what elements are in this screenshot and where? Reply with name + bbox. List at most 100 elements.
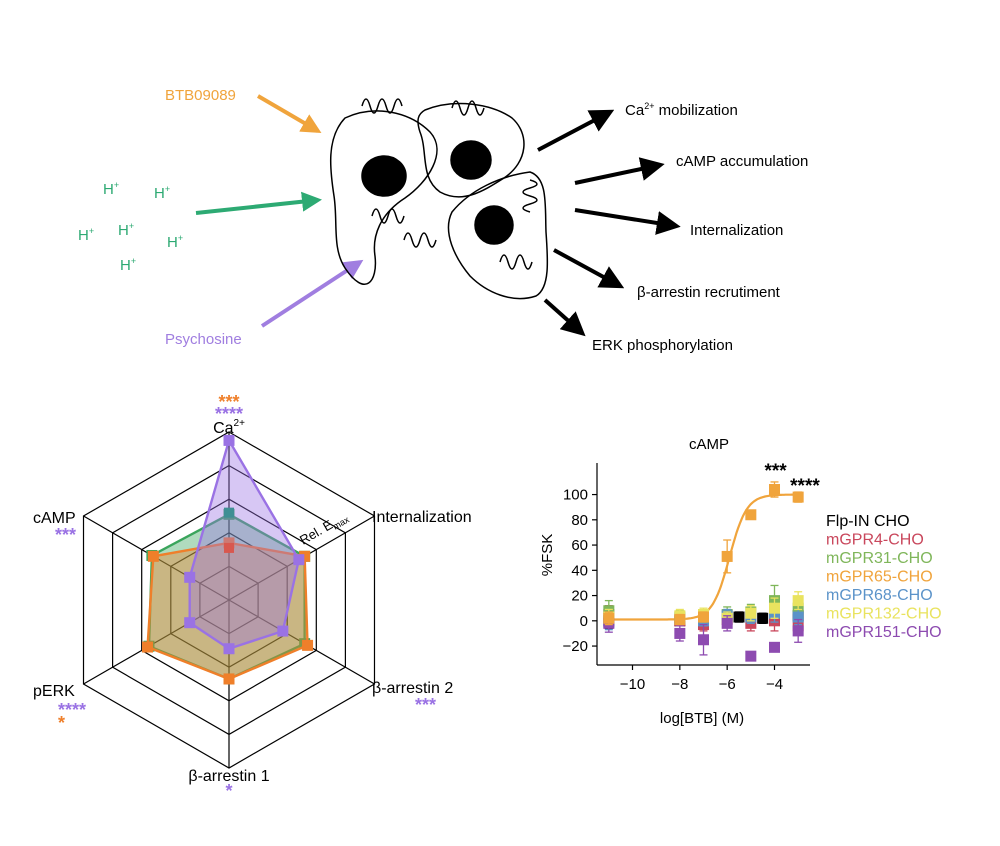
x-tick-label: −4 [766, 676, 783, 693]
data-point [698, 611, 709, 623]
receptor-icon [371, 208, 405, 224]
output-label-ca: Ca2+ mobilization [625, 101, 738, 119]
significance-stars: **** [790, 476, 820, 497]
y-tick-label: 0 [580, 613, 588, 630]
data-point [745, 509, 757, 521]
significance-stars: *** [218, 392, 239, 412]
series-mgpr65-cho [603, 481, 804, 626]
output-label-camp: cAMP accumulation [676, 153, 808, 170]
proton-label: H+ [103, 180, 119, 198]
x-axis-label: log[BTB] (M) [660, 710, 744, 727]
data-point [769, 641, 780, 653]
cell-nucleus [361, 155, 407, 197]
output-label-erk: ERK phosphorylation [592, 337, 733, 354]
proton-arrow [195, 191, 322, 215]
proton-cluster: H+ H+ H+ H+ H+ H+ [78, 180, 183, 274]
chart-legend: Flp-IN CHOmGPR4-CHOmGPR31-CHOmGPR65-CHOm… [826, 513, 942, 641]
legend-entry: mGPR132-CHO [826, 606, 942, 623]
radar-point [302, 639, 314, 651]
data-point [745, 607, 757, 619]
btb-arrow [256, 94, 322, 134]
cell-right [447, 171, 549, 300]
radar-point [223, 434, 235, 446]
data-point [721, 617, 733, 629]
psychosine-label: Psychosine [165, 331, 242, 348]
radar-point [299, 550, 311, 562]
radar-axis-label: pERK [33, 683, 75, 700]
proton-label: H+ [167, 233, 183, 251]
radar-point [223, 643, 235, 655]
camp-chart: cAMP %FSK log[BTB] (M) −20020406080100−1… [539, 436, 942, 727]
radar-axis-label: Internalization [372, 509, 472, 526]
chart-title: cAMP [689, 436, 729, 453]
data-point [603, 612, 615, 624]
radar-chart: Rel. Emax Ca2+*******Internalizationβ-ar… [33, 392, 472, 801]
receptor-icon [499, 254, 533, 270]
proton-label: H+ [78, 226, 94, 244]
output-arrow [574, 157, 665, 185]
data-point [674, 614, 686, 626]
significance-marks: ******* [765, 461, 821, 497]
radar-axis-label: cAMP [33, 510, 76, 527]
radar-point [147, 550, 159, 562]
radar-point [224, 507, 234, 518]
significance-stars: * [58, 713, 65, 733]
data-point [757, 612, 769, 624]
receptor-icon [451, 100, 485, 116]
cell-nucleus [474, 205, 514, 245]
radar-series-purple [184, 434, 305, 655]
significance-stars: *** [55, 525, 76, 545]
cell-left [329, 110, 438, 285]
legend-entry: mGPR151-CHO [826, 624, 942, 641]
radar-axis-label: β-arrestin 2 [372, 680, 453, 697]
x-tick-label: −6 [719, 676, 736, 693]
output-arrow [553, 248, 625, 289]
significance-stars: **** [215, 404, 243, 424]
radar-series [142, 434, 314, 685]
y-tick-label: 80 [571, 512, 588, 529]
receptor-icon [522, 179, 538, 213]
significance-stars: * [225, 781, 232, 801]
radar-point [277, 625, 289, 637]
data-point [745, 650, 757, 662]
significance-stars: **** [58, 700, 86, 720]
data-point [792, 595, 804, 607]
legend-entry: mGPR65-CHO [826, 569, 933, 586]
radar-point [142, 641, 154, 653]
data-point [792, 625, 804, 637]
radar-point [223, 537, 235, 549]
cell-nucleus [450, 140, 492, 180]
proton-label: H+ [118, 221, 134, 239]
radar-polygon [188, 437, 301, 651]
radar-point [293, 554, 305, 566]
cell-cluster [329, 98, 549, 300]
radar-point [184, 617, 196, 629]
radar-point [223, 673, 235, 685]
proton-label: H+ [120, 256, 136, 274]
radar-series-red [224, 542, 234, 553]
radar-spoke [83, 599, 230, 685]
data-point [698, 634, 709, 646]
legend-entry: mGPR31-CHO [826, 550, 933, 567]
data-point [721, 550, 733, 562]
significance-stars: *** [415, 695, 436, 715]
output-arrow [574, 208, 681, 235]
radar-axis-label: Ca2+ [213, 418, 245, 437]
data-point [733, 611, 745, 623]
data-point [792, 611, 804, 623]
y-axis-label: %FSK [539, 534, 556, 577]
output-arrow [543, 298, 586, 337]
data-point [769, 602, 780, 614]
significance-stars: *** [765, 461, 788, 482]
radar-point [184, 571, 196, 583]
receptor-icon [403, 232, 437, 248]
output-label-arrestin: β-arrestin recrutiment [637, 284, 781, 301]
radar-point [224, 542, 234, 553]
btb09089-label: BTB09089 [165, 87, 236, 104]
y-tick-label: 40 [571, 562, 588, 579]
legend-entry: Flp-IN CHO [826, 513, 910, 530]
receptor-icon [361, 98, 403, 114]
x-tick-label: −10 [620, 676, 645, 693]
